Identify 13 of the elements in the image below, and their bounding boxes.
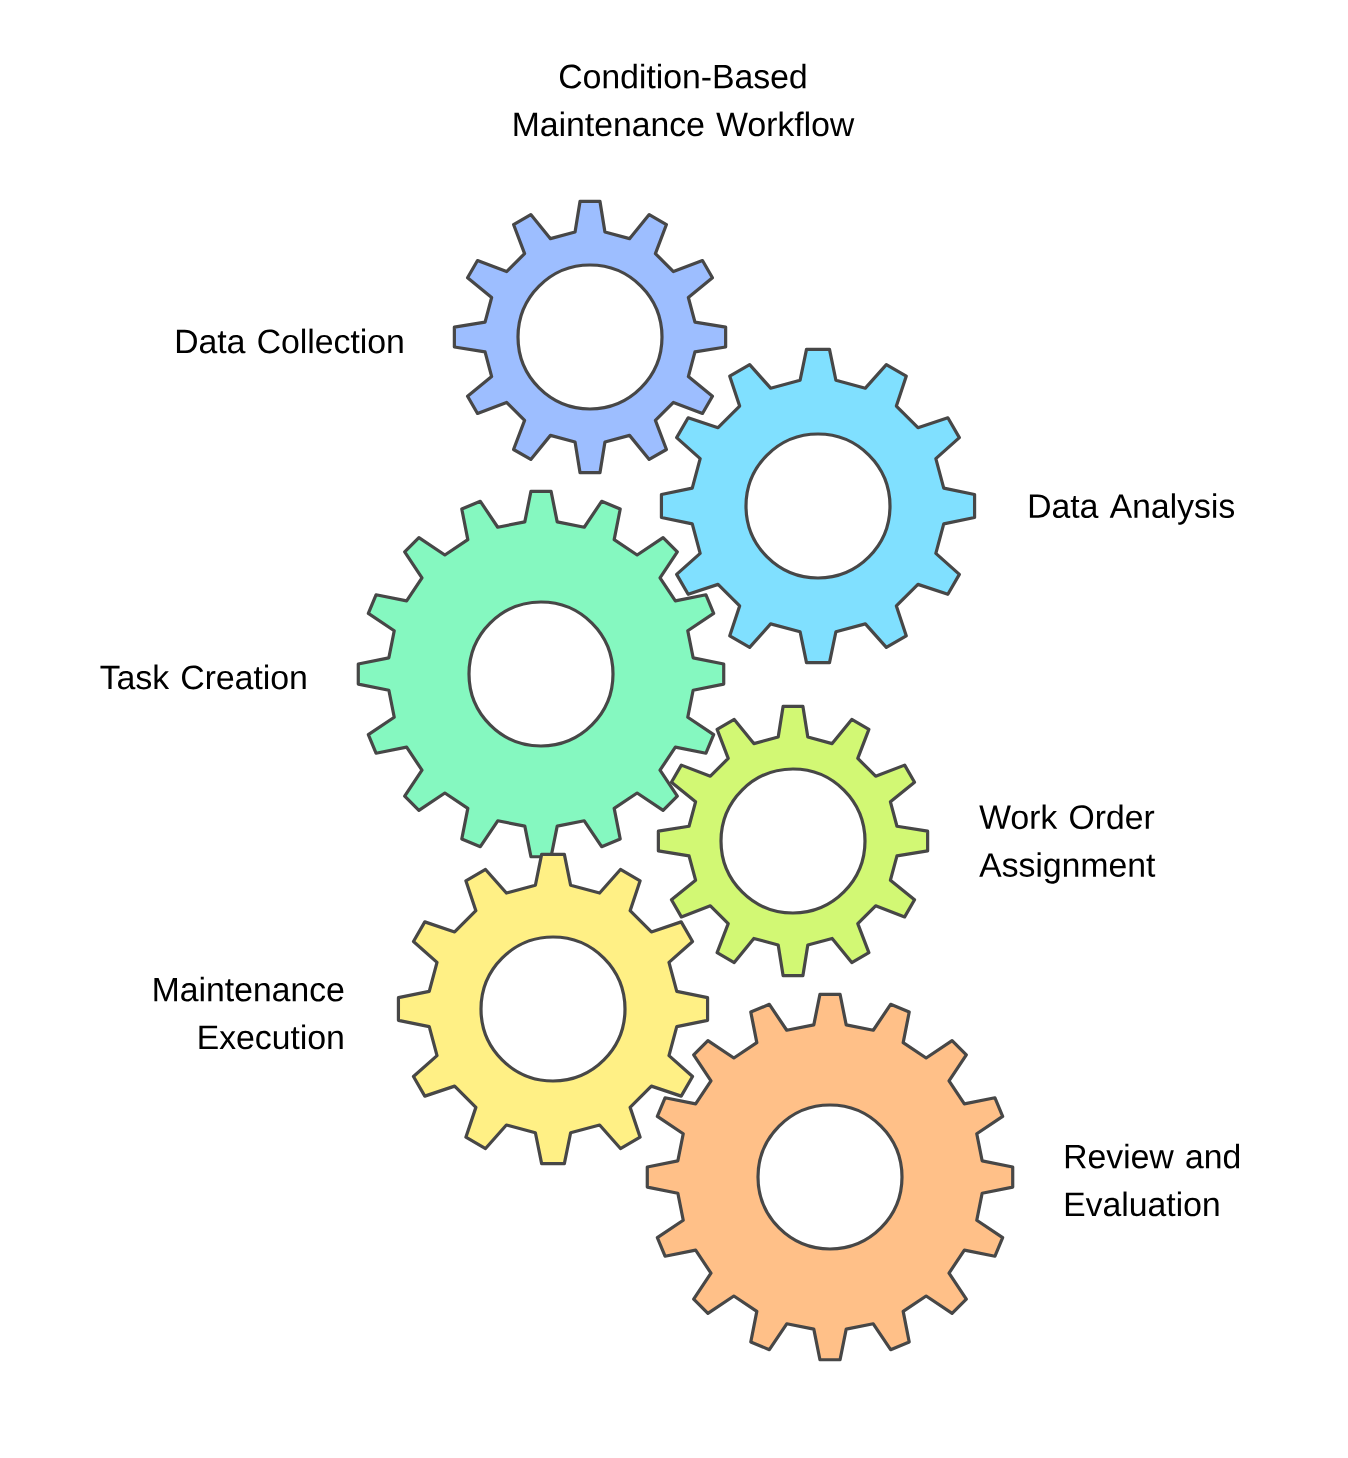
gear-label: Data Collection (176, 328, 403, 354)
gear-label: Data Analysis (1029, 493, 1235, 525)
gear (645, 992, 1015, 1362)
title: Condition-Based Maintenance Workflow (514, 63, 855, 137)
gear (656, 704, 930, 978)
gear (452, 199, 728, 475)
gear (659, 347, 977, 665)
gear-label: Work Order Assignment (979, 804, 1156, 884)
gear-label: Maintenance Execution (154, 976, 344, 1050)
gear-label: Review and Evaluation (1065, 1143, 1240, 1217)
gear (356, 489, 726, 859)
gear-label: Task Creation (100, 664, 306, 690)
gear (396, 852, 710, 1166)
